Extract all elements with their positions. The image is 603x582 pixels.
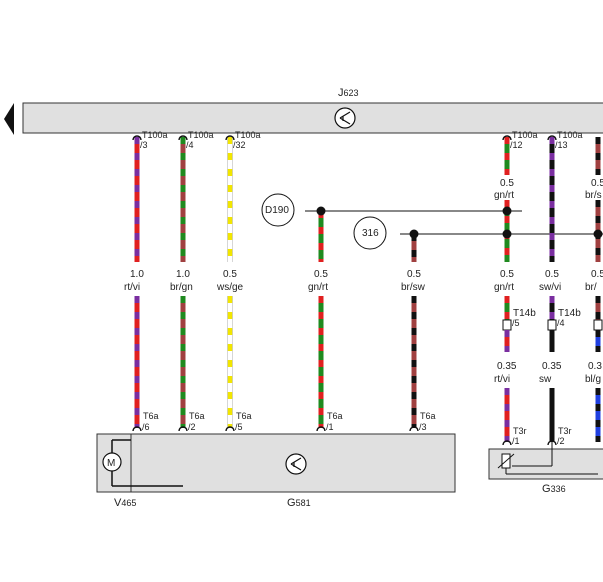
rwire-1-size-c: 0.35 xyxy=(542,361,562,372)
rwire-1-top-pin xyxy=(547,135,557,141)
rwire-0-top-pin-label: /12 xyxy=(510,140,523,150)
rwire-0-size-c: 0.35 xyxy=(497,361,517,372)
wire-3-color: gn/rt xyxy=(308,282,328,293)
wire-0-size: 1.0 xyxy=(130,269,144,280)
sensor-box-g581[interactable] xyxy=(96,433,456,493)
rwire-1-bot-conn: T3r xyxy=(558,426,572,436)
rwire-1-mid-conn: T14b xyxy=(558,308,581,319)
rwire-1-top-conn: T100a xyxy=(557,130,583,140)
rwire-0-top-pin xyxy=(502,135,512,141)
wire-1-size: 1.0 xyxy=(176,269,190,280)
wire-0-bot-pin xyxy=(132,426,142,432)
wire-4-bot-pin-label: /3 xyxy=(419,422,427,432)
n316-label: 316 xyxy=(362,228,379,239)
rwire-2-size-a: 0.5 xyxy=(591,178,603,189)
rwire-1-bot-pin-label: /2 xyxy=(557,436,565,446)
wire-0-bot-pin-label: /6 xyxy=(142,422,150,432)
wire-3-bot-pin xyxy=(316,426,326,432)
wire-1-bot-conn: T6a xyxy=(189,411,205,421)
rwire-1-size-b: 0.5 xyxy=(545,269,559,280)
g336-label: G336 xyxy=(542,483,566,495)
rwire-0-size-a: 0.5 xyxy=(500,178,514,189)
rjunction-316-a xyxy=(502,229,512,239)
wire-2-color: ws/ge xyxy=(216,282,244,293)
left-arrow-icon[interactable] xyxy=(4,103,14,135)
wire-2-bot-conn: T6a xyxy=(236,411,252,421)
wire-2-top-pin xyxy=(225,135,235,141)
rwire-0-bot-pin xyxy=(502,440,512,446)
ground-symbol-icon-2 xyxy=(285,453,307,475)
rwire-1-connector xyxy=(547,319,557,331)
motor-symbol-icon: M xyxy=(102,439,183,487)
rwire-2-color-c: bl/g xyxy=(585,374,601,385)
rjunction-d190 xyxy=(502,206,512,216)
rwire-2-connector xyxy=(593,319,603,331)
rjunction-316-b xyxy=(593,229,603,239)
rwire-0-color-a: gn/rt xyxy=(494,190,514,201)
wire-1-top-pin xyxy=(178,135,188,141)
control-unit-bar[interactable] xyxy=(22,102,603,134)
rwire-2-color-a: br/s xyxy=(585,190,602,201)
wire-1-top-pin-label: /4 xyxy=(186,140,194,150)
wire-4-bot-pin xyxy=(409,426,419,432)
rwire-0-bot-pin-label: /1 xyxy=(512,436,520,446)
rwire-0-bot-conn: T3r xyxy=(513,426,527,436)
rwire-2-size-c: 0.3 xyxy=(588,361,602,372)
wire-0-color: rt/vi xyxy=(124,282,140,293)
potentiometer-icon xyxy=(497,440,598,475)
wire-4-size: 0.5 xyxy=(407,269,421,280)
d190-label: D190 xyxy=(265,205,289,216)
wire-4-bot-conn: T6a xyxy=(420,411,436,421)
wire-0-top-pin xyxy=(132,135,142,141)
rwire-1-color-b: sw/vi xyxy=(539,282,561,293)
rwire-0-size-b: 0.5 xyxy=(500,269,514,280)
n316-node[interactable] xyxy=(353,216,387,250)
j623-label: J623 xyxy=(338,87,359,99)
wire-3-size: 0.5 xyxy=(314,269,328,280)
wire-0-bot-conn: T6a xyxy=(143,411,159,421)
wire-1-bot-pin xyxy=(178,426,188,432)
wire-0-top-conn: T100a xyxy=(142,130,168,140)
rwire-1-top-pin-label: /13 xyxy=(555,140,568,150)
wire-1-color: br/gn xyxy=(170,282,193,293)
rwire-0-connector xyxy=(502,319,512,331)
rwire-2-size-b: 0.5 xyxy=(591,269,603,280)
svg-text:M: M xyxy=(107,458,115,469)
wire-1-top-conn: T100a xyxy=(188,130,214,140)
v465-label: V465 xyxy=(114,497,136,509)
rwire-2-color-b: br/ xyxy=(585,282,597,293)
rwire-0-color-c: rt/vi xyxy=(494,374,510,385)
d190-node[interactable] xyxy=(261,193,295,227)
wire-4-junction xyxy=(409,229,419,239)
rwire-0-mid-conn: T14b xyxy=(513,308,536,319)
wire-3-junction xyxy=(316,206,326,216)
wire-3-bot-conn: T6a xyxy=(327,411,343,421)
rwire-1-mid-pin: /4 xyxy=(557,318,565,328)
wire-2-top-pin-label: /32 xyxy=(233,140,246,150)
rwire-0-top-conn: T100a xyxy=(512,130,538,140)
g581-label: G581 xyxy=(287,497,311,509)
wire-1-bot-pin-label: /2 xyxy=(188,422,196,432)
wire-2-size: 0.5 xyxy=(223,269,237,280)
rwire-1-color-c: sw xyxy=(539,374,552,385)
rwire-1-bot-pin xyxy=(547,440,557,446)
wire-4-color: br/sw xyxy=(401,282,426,293)
rwire-0-color-b: gn/rt xyxy=(494,282,514,293)
wire-2-bot-pin xyxy=(225,426,235,432)
rwire-0-mid-pin: /5 xyxy=(512,318,520,328)
wire-3-bot-pin-label: /1 xyxy=(326,422,334,432)
wire-2-bot-pin-label: /5 xyxy=(235,422,243,432)
wire-2-top-conn: T100a xyxy=(235,130,261,140)
ground-symbol-icon xyxy=(334,107,356,129)
wire-0-top-pin-label: /3 xyxy=(140,140,148,150)
